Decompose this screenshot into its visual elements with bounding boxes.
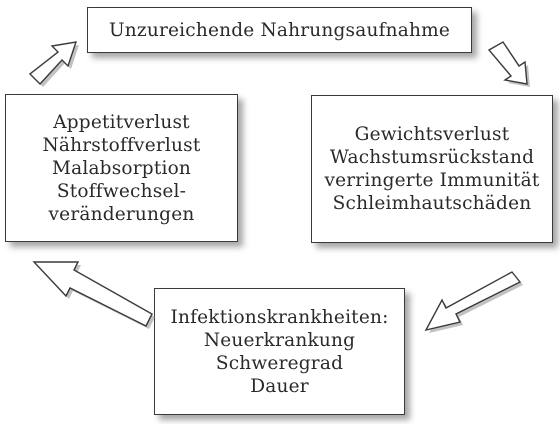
left-box-line: Nährstoffverlust [42, 134, 201, 156]
left-box-line: veränderungen [48, 203, 195, 225]
right-box: Gewichtsverlust Wachstumsrückstand verri… [311, 95, 553, 243]
left-box: Appetitverlust Nährstoffverlust Malabsor… [5, 94, 238, 242]
left-box-line: Stoffwechsel- [56, 180, 187, 202]
left-box-line: Appetitverlust [53, 111, 190, 133]
bottom-box: Infektionskrankheiten: Neuerkrankung Sch… [154, 288, 405, 415]
arrow-left-to-top-icon [28, 41, 79, 87]
bottom-box-line: Dauer [250, 375, 309, 397]
bottom-box-line: Infektionskrankheiten: [170, 306, 389, 328]
right-box-line: Wachstumsrückstand [329, 147, 535, 168]
arrow-top-to-right-icon [487, 41, 530, 87]
right-box-line: Schleimhautschäden [332, 193, 532, 214]
top-box: Unzureichende Nahrungsaufnahme [87, 7, 472, 53]
bottom-box-line: Neuerkrankung [203, 329, 356, 351]
left-box-line: Malabsorption [51, 157, 192, 179]
arrow-right-to-bottom-icon [424, 271, 523, 333]
bottom-box-line: Schweregrad [215, 352, 344, 374]
right-box-line: Gewichtsverlust [354, 124, 510, 145]
arrow-bottom-to-left-icon [32, 261, 155, 329]
top-box-line: Unzureichende Nahrungsaufnahme [109, 19, 450, 41]
right-box-line: verringerte Immunität [324, 170, 540, 191]
